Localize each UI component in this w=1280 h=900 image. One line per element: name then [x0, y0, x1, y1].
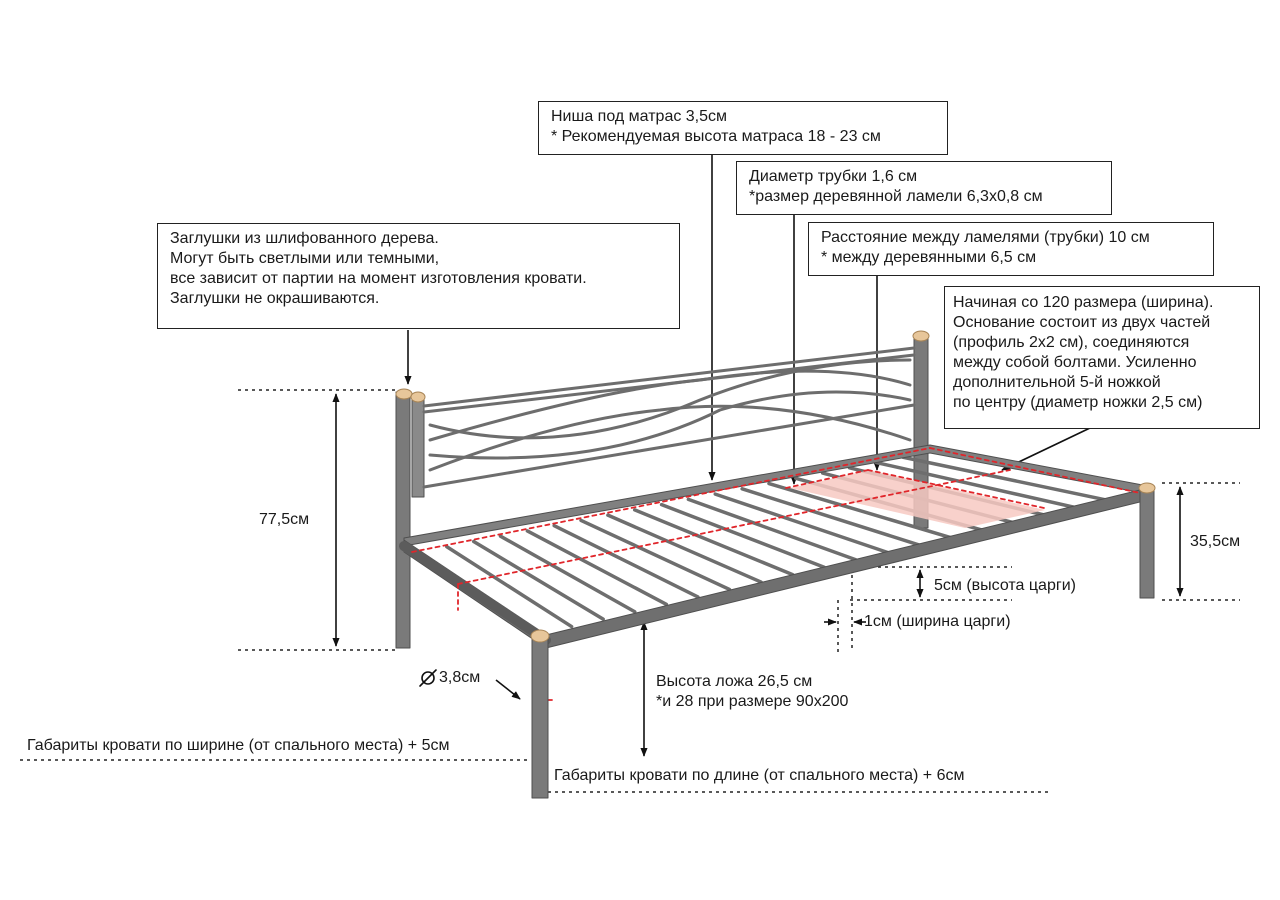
slat: [579, 518, 732, 592]
callout-line: все зависит от партии на момент изготовл…: [170, 270, 587, 287]
slat: [901, 455, 1111, 503]
backrest: [422, 346, 916, 489]
cap-front-left: [530, 629, 550, 643]
callout-line: между собой болтами. Усиленно: [953, 354, 1197, 371]
slat-spacing-callout: Расстояние между ламелями (трубки) 10 см…: [808, 222, 1214, 276]
slat: [498, 534, 637, 614]
diameter-symbol: [419, 669, 437, 687]
front-right-leg: [1139, 489, 1155, 599]
callout-line: Заглушки из шлифованного дерева.: [170, 230, 439, 247]
slat-group: [445, 455, 1111, 629]
bed-height-label: Высота ложа 26,5 см: [656, 673, 813, 690]
overall-width-label: Габариты кровати по ширине (от спального…: [27, 737, 450, 754]
cap-back-left-2: [410, 391, 426, 403]
rail-height-label: 5см (высота царги): [934, 577, 1076, 594]
base-note-callout: Начиная со 120 размера (ширина). Основан…: [944, 286, 1260, 429]
dimension-arrows: [332, 393, 1184, 757]
slat: [525, 529, 669, 607]
callout-line: Расстояние между ламелями (трубки) 10 см: [821, 229, 1150, 246]
slat: [686, 497, 858, 562]
leg-height-label: 35,5см: [1190, 533, 1241, 550]
slat: [632, 508, 795, 577]
leg-diameter-label: 3,8см: [439, 669, 481, 686]
side-rail-head: [399, 541, 551, 645]
slat: [552, 523, 700, 599]
callout-line: Начиная со 120 размера (ширина).: [953, 294, 1214, 311]
wooden-caps: [395, 330, 1156, 643]
back-left-post: [395, 391, 411, 649]
niche-outline: [411, 447, 1141, 701]
slat: [740, 487, 921, 547]
bed-height-note: *и 28 при размере 90х200: [656, 693, 849, 710]
rail-width-label: 1см (ширина царги): [864, 613, 1011, 630]
mattress-niche-callout: Ниша под матрас 3,5см * Рекомендуемая вы…: [538, 101, 948, 155]
slat: [471, 539, 605, 621]
cap-back-right: [912, 330, 930, 342]
cap-back-left: [395, 388, 413, 400]
callout-line: * Рекомендуемая высота матраса 18 - 23 с…: [551, 128, 881, 145]
callout-line: *размер деревянной ламели 6,3х0,8 см: [749, 188, 1043, 205]
highlighted-slat: [790, 470, 1045, 528]
slat: [659, 502, 826, 569]
callout-line: Основание состоит из двух частей: [953, 314, 1211, 331]
callout-line: по центру (диаметр ножки 2,5 см): [953, 394, 1203, 411]
callout-line: (профиль 2х2 см), соединяются: [953, 334, 1190, 351]
overall-length-label: Габариты кровати по длине (от спального …: [554, 767, 965, 784]
tube-diameter-callout: Диаметр трубки 1,6 см *размер деревянной…: [736, 161, 1112, 215]
callout-line: Диаметр трубки 1,6 см: [749, 168, 918, 185]
leader-arrows: [404, 155, 1091, 700]
callout-line: Ниша под матрас 3,5см: [551, 108, 728, 125]
back-height-label: 77,5см: [259, 511, 310, 528]
bed-frame: [395, 330, 1156, 799]
slat: [874, 460, 1079, 510]
callout-line: Могут быть светлыми или темными,: [170, 250, 440, 267]
slat: [713, 492, 890, 555]
slat: [445, 544, 574, 629]
slat: [606, 513, 763, 584]
callout-line: дополнительной 5-й ножкой: [953, 374, 1161, 391]
cap-front-right: [1138, 482, 1156, 494]
callout-line: * между деревянными 6,5 см: [821, 249, 1037, 266]
reference-lines: [20, 389, 1240, 793]
front-left-leg: [531, 637, 549, 799]
callout-line: Заглушки не окрашиваются.: [170, 290, 380, 307]
back-left-post-inner: [411, 396, 425, 498]
wood-caps-callout: Заглушки из шлифованного дерева. Могут б…: [157, 223, 680, 329]
slat: [767, 481, 953, 540]
